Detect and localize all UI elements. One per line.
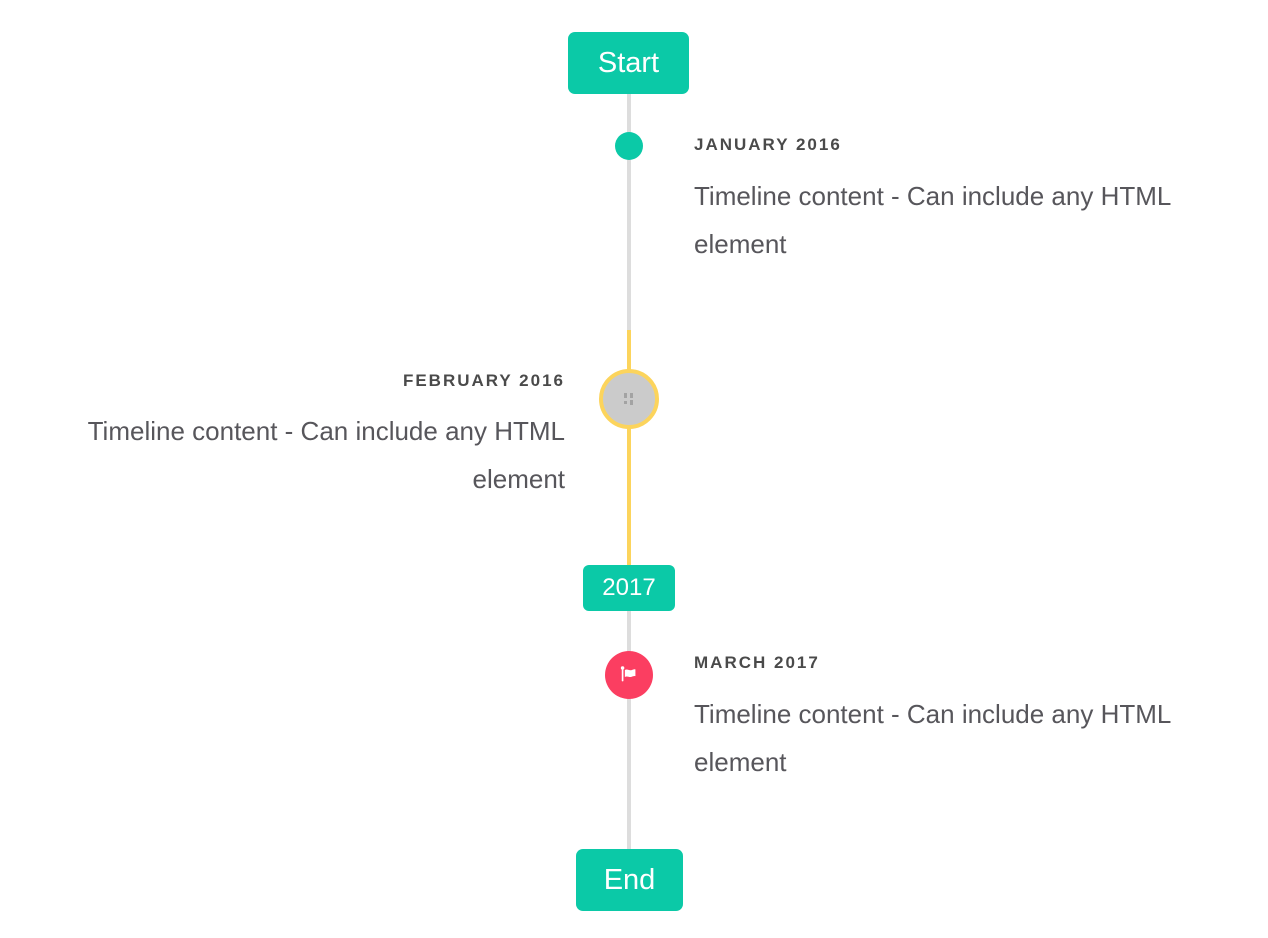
event-date-january: JANUARY 2016 xyxy=(694,135,842,154)
flag-icon xyxy=(620,666,636,682)
glyph-marks-icon xyxy=(624,393,633,405)
timeline-end-plate: End xyxy=(576,849,683,911)
timeline-start-plate: Start xyxy=(568,32,689,94)
event-content-march: Timeline content - Can include any HTML … xyxy=(694,699,1171,777)
year-label: 2017 xyxy=(602,574,656,601)
event-content-january: Timeline content - Can include any HTML … xyxy=(694,181,1171,259)
event-marker-dot-january xyxy=(615,132,643,160)
start-label: Start xyxy=(597,46,660,79)
timeline-year-plate: 2017 xyxy=(583,565,675,611)
event-content-february: Timeline content - Can include any HTML … xyxy=(87,416,565,494)
event-date-february: FEBRUARY 2016 xyxy=(402,371,565,390)
event-date-march: MARCH 2017 xyxy=(694,653,820,672)
event-marker-flag-march xyxy=(605,651,653,699)
event-marker-button-february[interactable] xyxy=(599,369,659,429)
end-label: End xyxy=(603,863,656,896)
timeline-line-highlight-segment xyxy=(627,330,631,566)
